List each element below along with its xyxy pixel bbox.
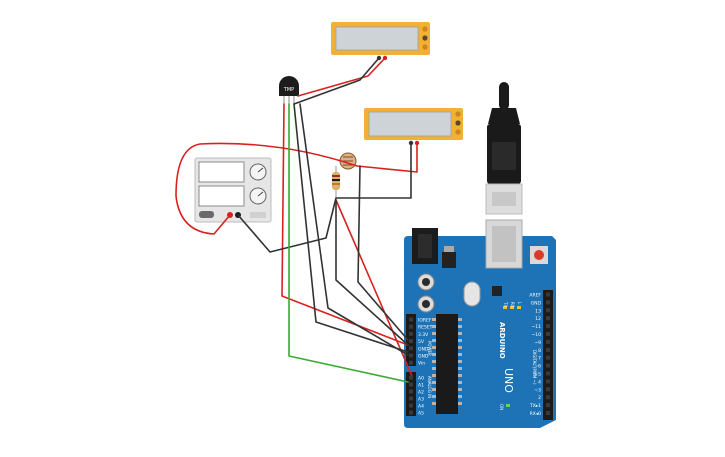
tx-led-label: TX xyxy=(503,301,508,307)
digital-pin-label-5: ~10 xyxy=(532,332,542,338)
power-pin-1 xyxy=(409,324,413,329)
temperature-sensor: TMP xyxy=(279,76,299,104)
usb-cable xyxy=(485,82,523,215)
digital-pin-label-9: ~6 xyxy=(534,364,541,370)
power-pin-6 xyxy=(409,360,413,365)
lcd-display-middle xyxy=(364,108,463,146)
digital-pin-label-4: ~11 xyxy=(532,324,542,330)
analog-header-title: ANALOG IN xyxy=(427,376,432,398)
l-led-label: L xyxy=(517,302,522,305)
power-pin-2 xyxy=(409,331,413,336)
digital-pin-1 xyxy=(546,300,550,305)
wire-black-supply xyxy=(237,142,412,253)
digital-pin-0 xyxy=(546,292,550,297)
digital-pin-label-0: AREF xyxy=(529,293,541,299)
digital-pin-label-14: TX▸1 xyxy=(529,403,541,409)
digital-pin-label-6: ~9 xyxy=(534,340,541,346)
digital-pin-4 xyxy=(546,324,550,329)
wires xyxy=(175,57,418,383)
digital-pin-12 xyxy=(546,387,550,392)
lcd-display-top xyxy=(331,22,430,61)
digital-pin-label-10: ~5 xyxy=(534,372,541,378)
analog-pin-label-4: A4 xyxy=(418,404,424,410)
power-pin-3 xyxy=(409,339,413,344)
power-supply xyxy=(194,157,272,223)
analog-pin-4 xyxy=(409,403,413,408)
power-pin-label-1: RESET xyxy=(418,325,433,331)
power-pin-0 xyxy=(409,317,413,322)
digital-pin-11 xyxy=(546,379,550,384)
analog-pin-label-1: A1 xyxy=(418,383,424,389)
digital-pin-9 xyxy=(546,363,550,368)
digital-pin-13 xyxy=(546,395,550,400)
wire-black-lcd-top xyxy=(293,57,380,105)
resistor xyxy=(332,166,340,200)
wire-black-gnd-a xyxy=(293,103,409,353)
digital-pin-3 xyxy=(546,316,550,321)
power-header-title: POWER xyxy=(427,341,432,356)
power-pin-label-3: 5V xyxy=(418,339,425,345)
digital-pin-label-11: 4 xyxy=(538,379,541,385)
digital-pin-label-8: 7 xyxy=(538,356,541,362)
analog-pin-label-3: A3 xyxy=(418,397,424,403)
arduino-uno-board xyxy=(404,219,556,428)
digital-pin-5 xyxy=(546,332,550,336)
analog-header xyxy=(406,372,416,416)
digital-pin-label-7: 8 xyxy=(538,348,541,354)
arduino-model-label: UNO xyxy=(502,368,515,393)
analog-pin-label-5: A5 xyxy=(418,411,424,417)
analog-pin-0 xyxy=(409,375,413,380)
on-led-label: ON xyxy=(499,404,504,410)
analog-pin-label-0: A0 xyxy=(418,376,424,382)
arduino-brand-label: ARDUINO xyxy=(498,322,506,359)
analog-pin-3 xyxy=(409,396,413,401)
analog-pin-2 xyxy=(409,389,413,394)
power-pin-label-4: GND xyxy=(418,346,429,352)
digital-pin-14 xyxy=(546,403,550,408)
power-pin-4 xyxy=(409,346,413,351)
arduino-labels: POWER ANALOG IN ARDUINO UNO DIGITAL (PWM… xyxy=(427,301,537,410)
power-pin-label-2: 3.3V xyxy=(418,332,429,338)
digital-header xyxy=(543,290,553,420)
rx-led-label: RX xyxy=(510,302,515,308)
digital-pin-2 xyxy=(546,308,550,313)
wire-red-5v xyxy=(281,103,409,346)
digital-pin-8 xyxy=(546,355,550,360)
digital-pin-10 xyxy=(546,371,550,376)
power-pin-label-6: Vin xyxy=(418,361,425,367)
digital-pin-label-2: 13 xyxy=(535,308,541,314)
wire-red-a0 xyxy=(335,199,413,377)
microcontroller-chip xyxy=(436,314,458,414)
digital-pin-label-1: GND xyxy=(531,300,542,306)
digital-pin-label-3: 12 xyxy=(535,316,541,322)
wire-black-ldr-b xyxy=(357,165,409,341)
analog-pin-1 xyxy=(409,382,413,387)
wire-black-ldr xyxy=(335,199,409,346)
analog-pin-5 xyxy=(409,410,413,415)
power-pin-5 xyxy=(409,353,413,358)
analog-pin-label-2: A2 xyxy=(418,390,424,396)
pin-label-layer: IOREFRESET3.3V5VGNDGNDVinA0A1A2A3A4A5ARE… xyxy=(409,292,550,417)
wire-black-gnd-b xyxy=(299,103,409,356)
power-pin-label-5: GND xyxy=(418,354,429,360)
digital-pin-15 xyxy=(546,411,550,415)
digital-pin-6 xyxy=(546,339,550,344)
digital-pin-label-15: RX◂0 xyxy=(530,411,541,417)
power-pin-label-0: IOREF xyxy=(418,318,432,324)
temp-sensor-label: TMP xyxy=(283,87,294,93)
digital-pin-label-13: 2 xyxy=(538,395,541,401)
digital-pin-7 xyxy=(546,347,550,352)
digital-pin-label-12: ~3 xyxy=(534,387,541,393)
digital-header-title: DIGITAL (PWM ~) xyxy=(532,350,537,385)
wire-green-signal xyxy=(288,103,409,383)
wire-red-supply-loop xyxy=(175,142,418,235)
wire-red-lcd-top xyxy=(297,57,386,97)
